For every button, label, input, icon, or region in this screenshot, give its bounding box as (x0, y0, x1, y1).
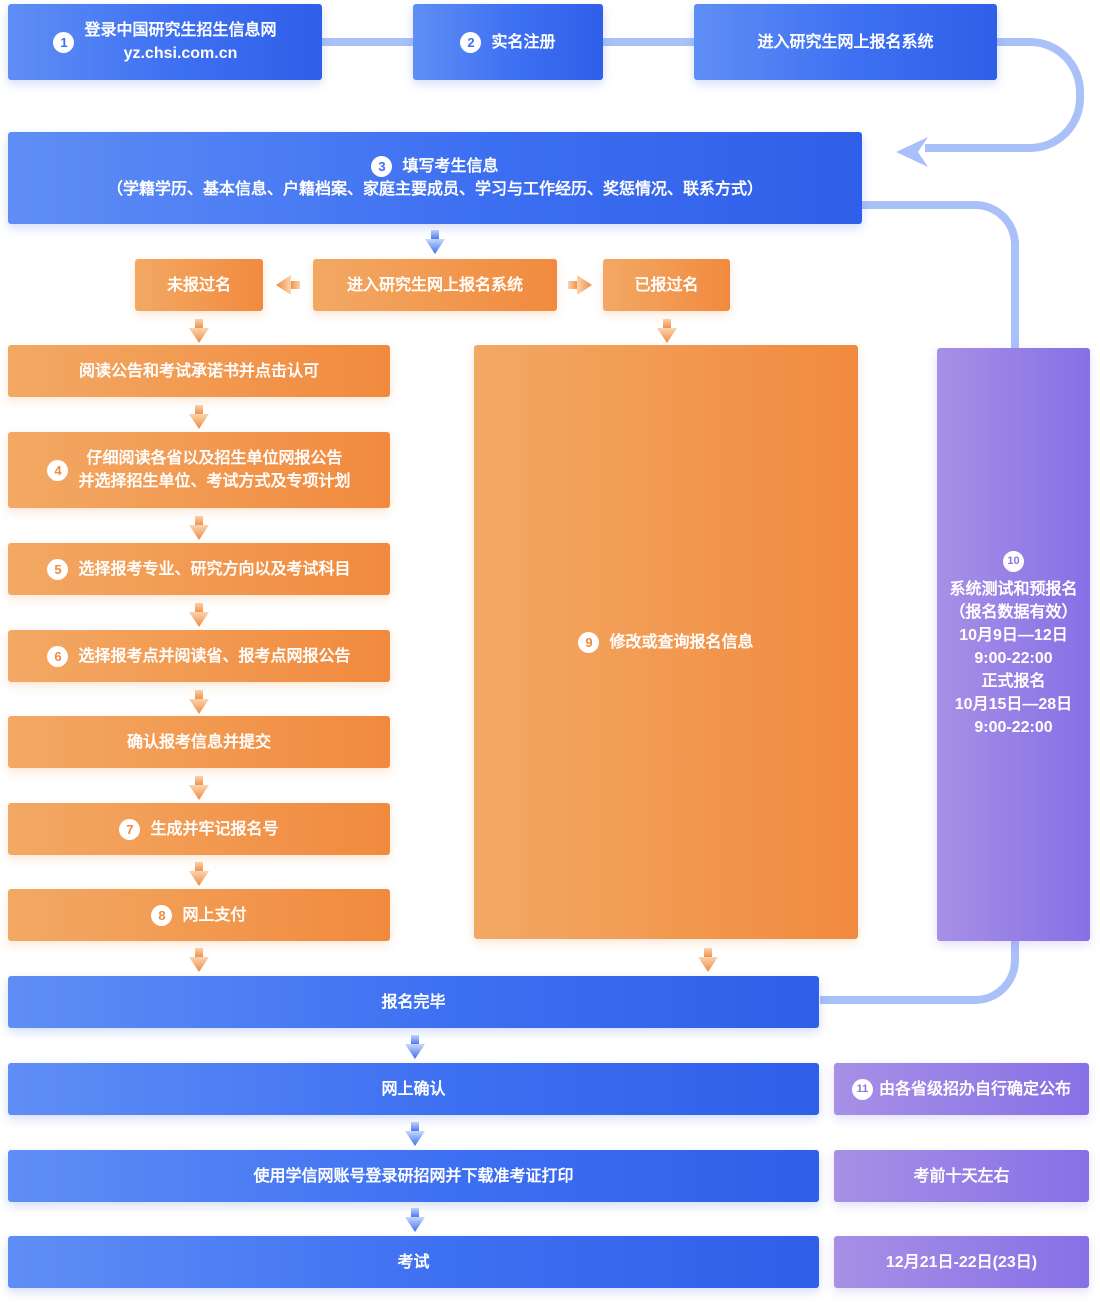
step-10-line: 10月9日—12日 (959, 626, 1068, 644)
not-registered-before: 未报过名 (135, 259, 263, 311)
exam-date-label: 12月21日-22日(23日) (885, 1253, 1038, 1271)
connector-s10-done (820, 940, 1019, 1004)
step-6-label: 选择报考点并阅读省、报考点网报公告 (78, 647, 351, 665)
registered-label: 已报过名 (634, 276, 699, 294)
step-10-line: （报名数据有效） (949, 603, 1078, 621)
arrow-down-orange-3 (189, 516, 209, 540)
online-confirmation-label: 网上确认 (381, 1080, 446, 1098)
step-1-login: 1 登录中国研究生招生信息网 yz.chsi.com.cn (8, 4, 322, 80)
step-5-label: 选择报考专业、研究方向以及考试科目 (78, 560, 351, 578)
arrow-left-orange (276, 275, 300, 295)
step-number-badge: 4 (47, 459, 69, 481)
connector-s1-s2 (322, 38, 414, 46)
print-admission-ticket-label: 使用学信网账号登录研招网并下载准考证打印 (253, 1167, 574, 1185)
step-number-badge: 9 (578, 631, 600, 653)
step-number-badge: 6 (47, 645, 69, 667)
confirm-submit-step: 确认报考信息并提交 (8, 716, 390, 768)
step-10-line: 9:00-22:00 (974, 718, 1053, 736)
not-registered-label: 未报过名 (166, 276, 231, 294)
step-number-badge: 10 (1002, 550, 1024, 572)
print-time-label: 考前十天左右 (913, 1167, 1010, 1185)
connector-curve-top (925, 38, 1084, 152)
step-11-label: 由各省级招办自行确定公布 (878, 1080, 1071, 1098)
arrow-down-blue-2 (405, 1035, 425, 1059)
step-8-label: 网上支付 (182, 906, 247, 924)
step-number-badge: 3 (371, 156, 393, 177)
step-10-line: 10月15日—28日 (954, 695, 1073, 713)
arrow-down-orange-5 (189, 690, 209, 714)
arrow-down-orange-1 (189, 319, 209, 343)
arrow-down-orange-6 (189, 776, 209, 800)
step-3-title: 填写考生信息 (402, 158, 499, 175)
exam-date: 12月21日-22日(23日) (834, 1236, 1089, 1288)
connector-s2-enter (603, 38, 695, 46)
arrow-down-blue-3 (405, 1122, 425, 1146)
step-7-label: 生成并牢记报名号 (150, 820, 279, 838)
arrow-down-orange-4 (189, 603, 209, 627)
online-confirmation: 网上确认 (8, 1063, 819, 1115)
read-notice-step: 阅读公告和考试承诺书并点击认可 (8, 345, 390, 397)
arrow-down-orange-8 (189, 948, 209, 972)
print-admission-ticket: 使用学信网账号登录研招网并下载准考证打印 (8, 1150, 819, 1202)
registration-complete-label: 报名完毕 (381, 993, 446, 1011)
step-3-fill-info: 3 填写考生信息 （学籍学历、基本信息、户籍档案、家庭主要成员、学习与工作经历、… (8, 132, 862, 224)
connector-s3-s10 (862, 201, 1019, 350)
step-4-line1: 仔细阅读各省以及招生单位网报公告 (86, 450, 343, 467)
step-10-line: 系统测试和预报名 (949, 580, 1078, 598)
step-10-line: 9:00-22:00 (974, 649, 1053, 667)
print-time: 考前十天左右 (834, 1150, 1089, 1202)
arrow-down-orange-10 (698, 948, 718, 972)
step-8-payment: 8 网上支付 (8, 889, 390, 941)
arrow-right-orange (568, 275, 592, 295)
step-2-register: 2 实名注册 (413, 4, 603, 80)
step-number-badge: 7 (119, 818, 141, 840)
step-1-url: yz.chsi.com.cn (123, 45, 238, 62)
arrow-down-orange-7 (189, 862, 209, 886)
arrow-down-orange-2 (189, 405, 209, 429)
step-9-label: 修改或查询报名信息 (609, 633, 754, 651)
step-4-select-unit: 4 仔细阅读各省以及招生单位网报公告 并选择招生单位、考试方式及专项计划 (8, 432, 390, 508)
confirm-submit-label: 确认报考信息并提交 (126, 733, 271, 751)
enter-system-top: 进入研究生网上报名系统 (694, 4, 997, 80)
step-5-select-major: 5 选择报考专业、研究方向以及考试科目 (8, 543, 390, 595)
exam: 考试 (8, 1236, 819, 1288)
arrow-down-blue-4 (405, 1208, 425, 1232)
enter-system-mid: 进入研究生网上报名系统 (313, 259, 557, 311)
curve-arrowhead (896, 137, 928, 167)
step-2-label: 实名注册 (491, 33, 556, 51)
step-10-line: 正式报名 (981, 672, 1046, 690)
registered-before: 已报过名 (603, 259, 730, 311)
read-notice-label: 阅读公告和考试承诺书并点击认可 (78, 362, 319, 380)
step-9-modify-query: 9 修改或查询报名信息 (474, 345, 858, 939)
arrow-down-orange-9 (657, 319, 677, 343)
enter-system-mid-label: 进入研究生网上报名系统 (346, 276, 523, 294)
step-6-select-site: 6 选择报考点并阅读省、报考点网报公告 (8, 630, 390, 682)
exam-label: 考试 (397, 1253, 430, 1271)
step-1-title: 登录中国研究生招生信息网 (84, 22, 277, 39)
step-7-registration-number: 7 生成并牢记报名号 (8, 803, 390, 855)
step-10-schedule: 10 系统测试和预报名 （报名数据有效） 10月9日—12日 9:00-22:0… (937, 348, 1090, 941)
step-number-badge: 11 (851, 1078, 873, 1100)
step-number-badge: 8 (151, 904, 173, 926)
step-number-badge: 5 (47, 558, 69, 580)
step-3-detail: （学籍学历、基本信息、户籍档案、家庭主要成员、学习与工作经历、奖惩情况、联系方式… (106, 181, 763, 198)
step-11-province-announce: 11 由各省级招办自行确定公布 (834, 1063, 1089, 1115)
enter-system-top-label: 进入研究生网上报名系统 (757, 33, 934, 51)
registration-complete: 报名完毕 (8, 976, 819, 1028)
arrow-down-blue-1 (425, 230, 445, 254)
step-number-badge: 1 (53, 31, 75, 53)
step-number-badge: 2 (460, 31, 482, 53)
step-4-line2: 并选择招生单位、考试方式及专项计划 (78, 473, 351, 490)
